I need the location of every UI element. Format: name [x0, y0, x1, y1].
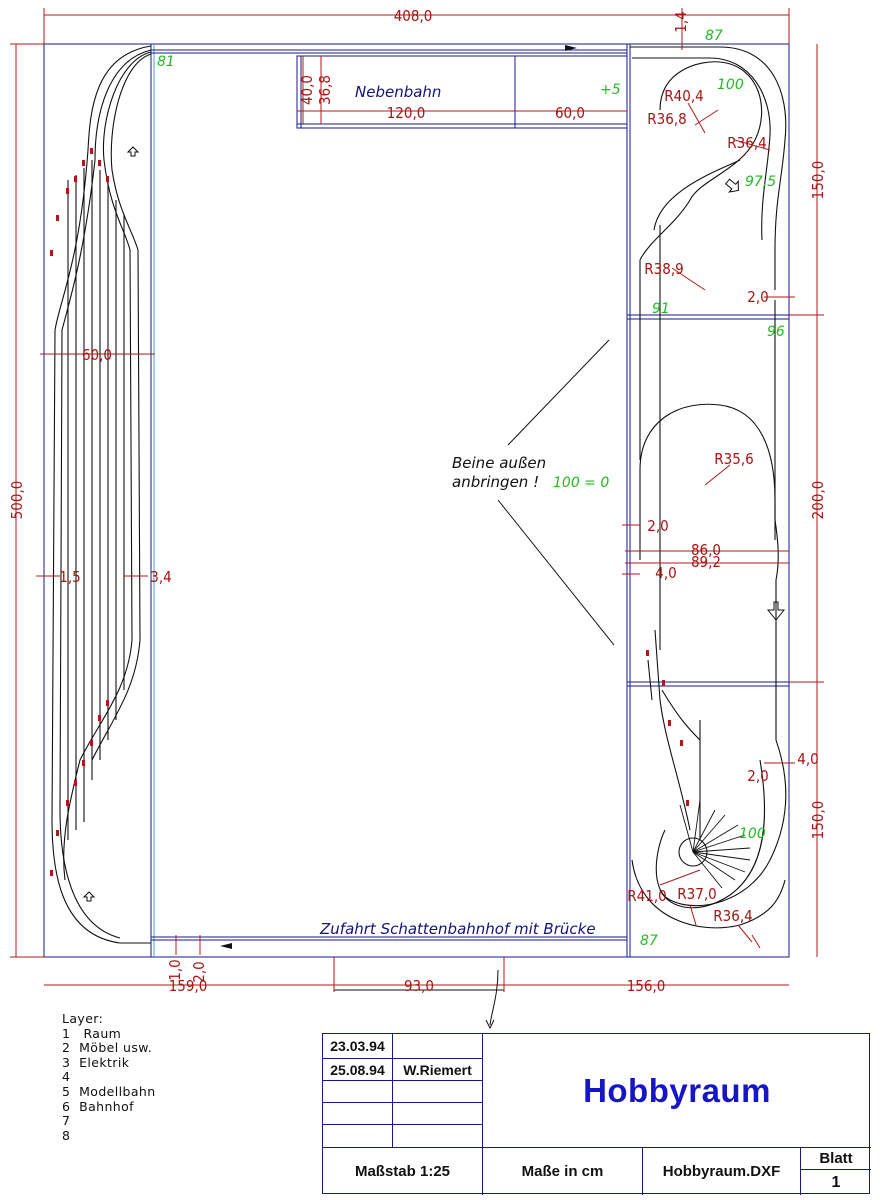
layer-item: 2 Möbel usw.	[62, 1040, 153, 1056]
height-87-top: 87	[705, 28, 723, 44]
units: Maße in cm	[483, 1148, 643, 1195]
revision-cell	[393, 1103, 483, 1125]
dim-bottom-mid: 93,0	[404, 977, 434, 995]
dim-nb-h1: 40,0	[298, 75, 316, 105]
revision-cell	[323, 1081, 393, 1103]
track-plan	[51, 45, 787, 944]
height-plus5: +5	[600, 82, 621, 98]
height-100-bottom: 100	[739, 826, 766, 842]
radius-r364-top: R36,4	[727, 134, 766, 152]
layer-item: 8	[62, 1127, 71, 1143]
layer-item: 7	[62, 1113, 71, 1129]
scale: Maßstab 1:25	[323, 1148, 483, 1195]
height-100-top: 100	[717, 77, 744, 93]
layer-item: 1 Raum	[62, 1025, 122, 1041]
dim-right-upper: 150,0	[809, 161, 827, 200]
dim-lower-gap: 2,0	[747, 767, 768, 785]
dim-mid-a: 2,0	[647, 517, 668, 535]
room-outline	[43, 43, 790, 958]
dim-bottom-small-a: 1,0	[166, 959, 184, 980]
layer-item: 6 Bahnhof	[62, 1098, 134, 1114]
dim-right-middle: 200,0	[809, 481, 827, 520]
label-beine-2: anbringen !	[452, 473, 539, 491]
height-100-ref: 100 = 0	[553, 475, 609, 491]
dim-bottom-small-b: 2,0	[190, 961, 208, 982]
drawing-title: Hobbyraum	[583, 1072, 771, 1109]
title-divider	[483, 1147, 871, 1148]
dim-mid-d: 4,0	[655, 564, 676, 582]
dim-upper-gap: 2,0	[747, 288, 768, 306]
label-nebenbahn: Nebenbahn	[355, 83, 441, 101]
layer-item: 4	[62, 1069, 71, 1085]
revision-cell	[323, 1103, 393, 1125]
revision-cell	[323, 1125, 393, 1148]
file-name: Hobbyraum.DXF	[643, 1148, 801, 1195]
dim-left-width: 60,0	[82, 346, 112, 364]
height-87-bottom: 87	[640, 933, 658, 949]
radius-r389: R38,9	[644, 260, 683, 278]
dim-bottom-right: 156,0	[627, 977, 666, 995]
dim-total-width: 408,0	[394, 7, 433, 25]
dim-total-height: 500,0	[8, 481, 26, 520]
revision-cell	[393, 1034, 483, 1059]
layer-list: Layer: 1 Raum 2 Möbel usw. 3 Elektrik 4 …	[62, 1011, 156, 1143]
dim-bottom-left: 159,0	[169, 977, 208, 995]
dim-right-lower: 150,0	[809, 801, 827, 840]
height-81: 81	[157, 54, 175, 70]
dim-top-offset: 1,4	[672, 11, 690, 32]
date-1: 23.03.94	[323, 1034, 393, 1059]
dim-nb-h2: 36,8	[316, 75, 334, 105]
dim-nb-w2: 60,0	[555, 104, 585, 122]
sheet-number: 1	[831, 1173, 841, 1191]
dim-nb-w1: 120,0	[387, 104, 426, 122]
height-975: 97,5	[745, 174, 776, 190]
dim-left-gap: 1,5	[59, 568, 80, 586]
radius-r356: R35,6	[714, 450, 753, 468]
radius-r368: R36,8	[647, 110, 686, 128]
sheet-label: Blatt	[801, 1148, 871, 1170]
revision-cell	[393, 1125, 483, 1148]
dim-left-gap-b: 3,4	[150, 568, 171, 586]
dim-mid-c: 89,2	[691, 553, 721, 571]
layer-item: 3 Elektrik	[62, 1054, 130, 1070]
revision-cell	[393, 1081, 483, 1103]
height-96: 96	[767, 324, 785, 340]
layer-item: 5 Modellbahn	[62, 1083, 156, 1099]
layer-list-title: Layer:	[62, 1011, 104, 1026]
radius-r410: R41,0	[627, 887, 666, 905]
title-block: 23.03.94 25.08.94 W.Riemert Hobbyraum Ma…	[322, 1033, 871, 1195]
date-2: 25.08.94	[323, 1059, 393, 1081]
dim-right-lower-gap: 4,0	[797, 750, 818, 768]
radius-r364-bottom: R36,4	[713, 907, 752, 925]
radius-r370: R37,0	[677, 885, 716, 903]
author: W.Riemert	[393, 1059, 483, 1081]
label-beine-1: Beine außen	[452, 454, 546, 472]
label-zufahrt: Zufahrt Schattenbahnhof mit Brücke	[319, 920, 596, 938]
radius-r404: R40,4	[664, 87, 703, 105]
height-91: 91	[652, 301, 670, 317]
dim-mid-b: 86,0	[691, 541, 721, 559]
